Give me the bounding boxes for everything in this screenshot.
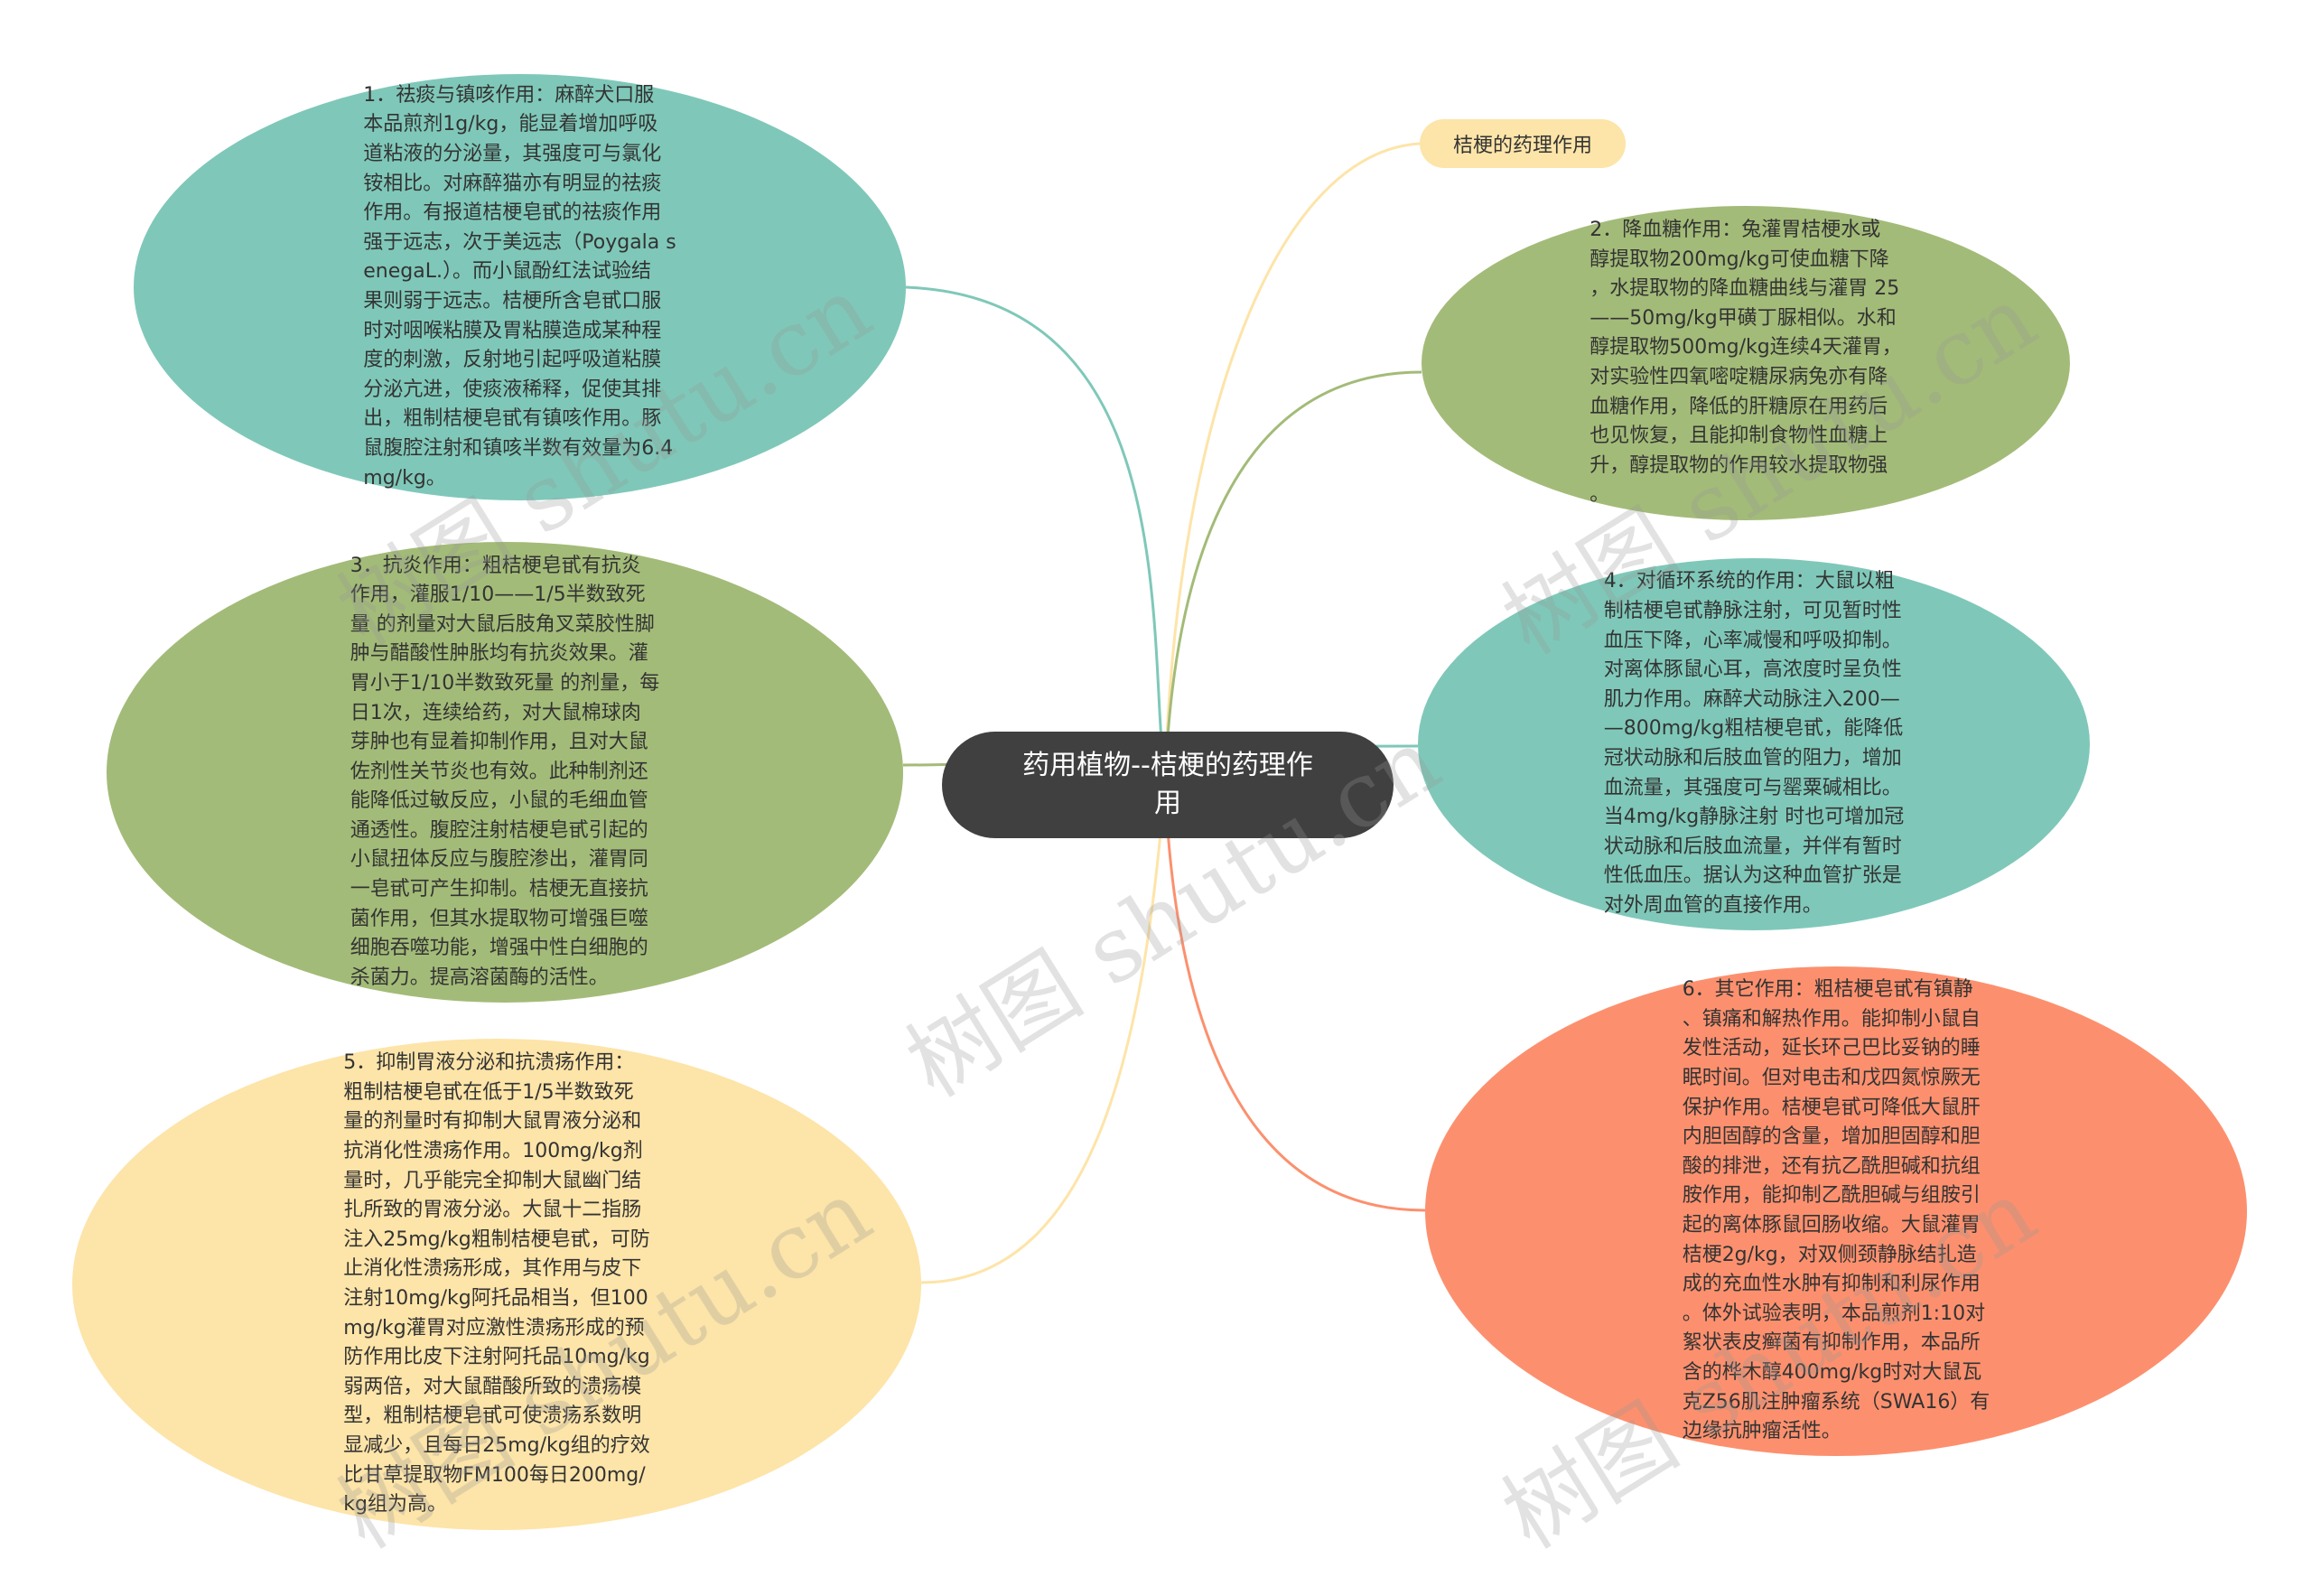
node-other-effects[interactable]: 6．其它作用：粗桔梗皂甙有镇静 、镇痛和解热作用。能抑制小鼠自 发性活动，延长环… xyxy=(1425,966,2247,1456)
node-circulatory-text: 4．对循环系统的作用：大鼠以粗 制桔梗皂甙静脉注射，可见暂时性 血压下降，心率减… xyxy=(1603,570,1905,917)
connector-6 xyxy=(1163,784,1426,1212)
center-topic-label: 药用植物--桔梗的药理作 用 xyxy=(1022,750,1313,819)
node-hypoglycemic[interactable]: 2．降血糖作用：兔灌胃桔梗水或 醇提取物200mg/kg可使血糖下降 ，水提取物… xyxy=(1422,206,2070,520)
connector-2 xyxy=(1163,370,1422,786)
node-anti-inflammatory[interactable]: 3．抗炎作用：粗桔梗皂甙有抗炎 作用，灌服1/10——1/5半数致死 量 的剂量… xyxy=(107,542,903,1003)
node-other-effects-text: 6．其它作用：粗桔梗皂甙有镇静 、镇痛和解热作用。能抑制小鼠自 发性活动，延长环… xyxy=(1682,978,1990,1443)
node-anti-inflammatory-text: 3．抗炎作用：粗桔梗皂甙有抗炎 作用，灌服1/10——1/5半数致死 量 的剂量… xyxy=(350,554,660,989)
center-topic-node[interactable]: 药用植物--桔梗的药理作 用 xyxy=(942,732,1394,838)
connector-title xyxy=(1163,142,1421,786)
node-circulatory[interactable]: 4．对循环系统的作用：大鼠以粗 制桔梗皂甙静脉注射，可见暂时性 血压下降，心率减… xyxy=(1418,558,2090,930)
connector-1 xyxy=(905,285,1167,786)
node-anti-ulcer[interactable]: 5．抑制胃液分泌和抗溃疡作用： 粗制桔梗皂甙在低于1/5半数致死 量的剂量时有抑… xyxy=(72,1039,921,1530)
title-tag-node[interactable]: 桔梗的药理作用 xyxy=(1420,119,1626,168)
node-hypoglycemic-text: 2．降血糖作用：兔灌胃桔梗水或 醇提取物200mg/kg可使血糖下降 ，水提取物… xyxy=(1590,219,1902,507)
connector-5 xyxy=(920,784,1167,1284)
node-anti-ulcer-text: 5．抑制胃液分泌和抗溃疡作用： 粗制桔梗皂甙在低于1/5半数致死 量的剂量时有抑… xyxy=(343,1051,650,1517)
node-expectorant[interactable]: 1．祛痰与镇咳作用：麻醉犬口服 本品煎剂1g/kg，能显着增加呼吸 道粘液的分泌… xyxy=(134,74,906,500)
node-expectorant-text: 1．祛痰与镇咳作用：麻醉犬口服 本品煎剂1g/kg，能显着增加呼吸 道粘液的分泌… xyxy=(363,83,676,490)
title-tag-label: 桔梗的药理作用 xyxy=(1452,135,1592,157)
